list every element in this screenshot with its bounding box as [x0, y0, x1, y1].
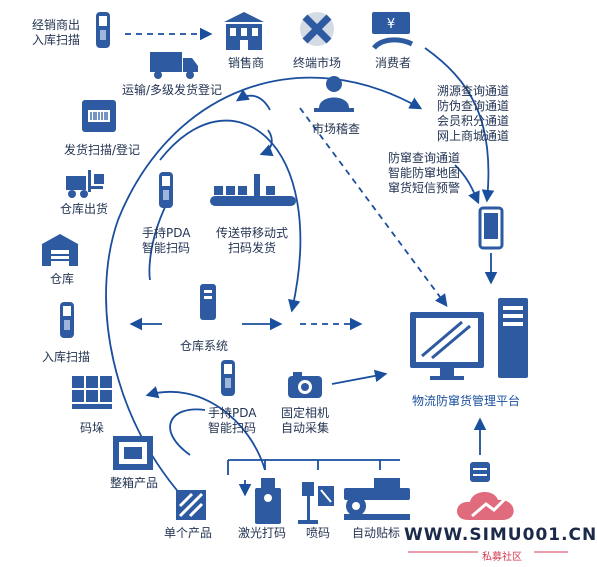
inspector-icon	[314, 76, 354, 112]
warehouse-out-label: 仓库出货	[60, 202, 109, 216]
labeler-icon	[344, 478, 410, 520]
terminal-market-label: 终端市场	[292, 56, 342, 70]
stack-code-label: 码垛	[79, 421, 105, 435]
computer-monitor-icon	[410, 298, 528, 380]
dealer-label: 销售商	[227, 56, 265, 70]
laser-coder-icon	[255, 478, 281, 524]
inner-arc-top	[159, 119, 302, 313]
shipping-register-label: 运输/多级发货登记	[122, 83, 223, 97]
case-product-label: 整箱产品	[110, 476, 159, 490]
product-box-icon	[113, 436, 153, 470]
small-arc-b	[235, 89, 271, 111]
terminal-market-icon	[300, 12, 334, 46]
inspection-channels-list: 防窜查询通道智能防窜地图窜货短信预警	[388, 151, 461, 195]
handheld-scanner-icon	[60, 302, 74, 338]
ship-scan-register-label: 发货扫描/登记	[64, 143, 141, 157]
pallet-icon	[72, 376, 112, 409]
forklift-icon	[66, 170, 104, 198]
cloud-logo-icon	[456, 491, 514, 520]
watermark-site: WWW.SIMU001.CN	[404, 525, 597, 545]
single-product-icon	[176, 490, 206, 520]
ink-coder-icon	[298, 482, 334, 524]
logistics-anti-diversion-diagram: ¥	[42, 12, 568, 553]
ink-coding-label: 喷码	[306, 526, 331, 540]
inbound-dealer-label: 经销商出入库扫描	[32, 18, 81, 47]
svg-text:¥: ¥	[387, 17, 395, 32]
laser-coding-label: 激光打码	[238, 526, 287, 540]
warehouse-icon	[42, 234, 78, 266]
consumer-label: 消费者	[374, 56, 412, 70]
conveyor-icon	[210, 174, 296, 206]
single-product-label: 单个产品	[164, 526, 213, 540]
connectors	[105, 27, 498, 506]
production-bracket	[227, 459, 400, 475]
conveyor-label: 传送带移动式扫码发货	[216, 226, 289, 255]
dashed-inspection-to-platform	[299, 107, 448, 308]
database-icon	[470, 462, 490, 482]
fixed-camera-label: 固定相机自动采集	[281, 406, 330, 435]
inner-arc-left	[148, 204, 167, 281]
handheld-scanner-icon	[159, 172, 173, 208]
consumer-channels-list: 溯源查询通道防伪查询通道 会员积分通道网上商城通道	[437, 84, 510, 143]
server-tower-icon	[200, 284, 216, 320]
main-loop-arc	[105, 76, 423, 506]
lower-arc-2	[169, 408, 206, 456]
lower-arc	[145, 386, 266, 471]
handheld-scanner-icon	[96, 12, 110, 48]
consumer-to-phone-arrow	[424, 47, 495, 203]
barcode-box-icon	[82, 100, 116, 132]
camera-to-platform-arrow	[331, 369, 388, 385]
inspection-to-phone-arrow	[454, 164, 480, 205]
camera-icon	[288, 372, 322, 398]
smartphone-icon	[478, 206, 504, 250]
store-icon	[224, 12, 264, 50]
platform-label: 物流防窜货管理平台	[412, 394, 521, 408]
handheld-scanner-icon	[221, 360, 235, 396]
auto-labeling-label: 自动贴标	[352, 526, 401, 540]
consumer-icon: ¥	[372, 12, 414, 50]
watermark-community: 私募社区	[482, 552, 522, 563]
market-inspection-label: 市场稽查	[311, 122, 361, 136]
inbound-scan-label: 入库扫描	[42, 350, 91, 364]
small-arc-a	[259, 129, 274, 157]
truck-icon	[150, 52, 198, 79]
warehouse-system-label: 仓库系统	[179, 339, 229, 353]
warehouse-label: 仓库	[49, 272, 75, 286]
